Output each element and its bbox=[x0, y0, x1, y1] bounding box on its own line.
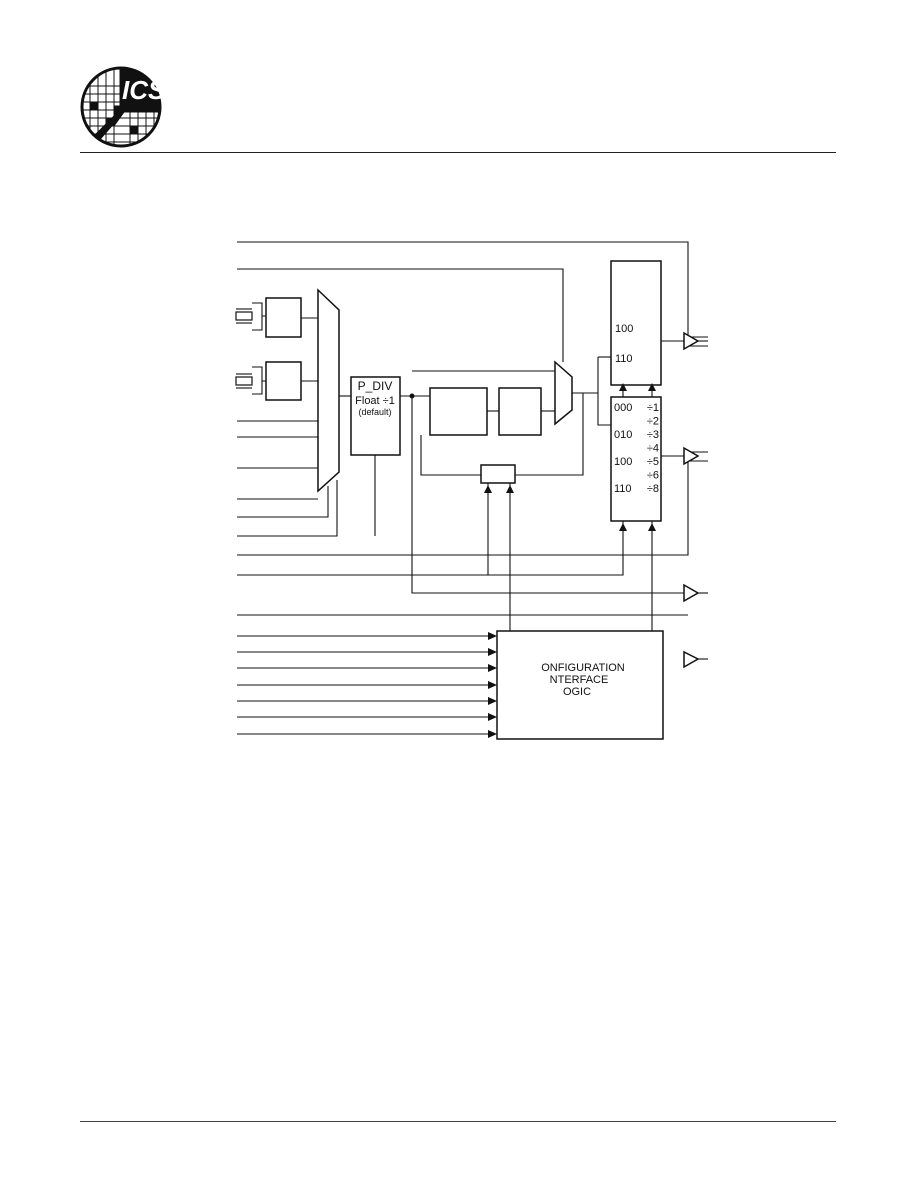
header-rule bbox=[80, 152, 836, 153]
footer-rule bbox=[80, 1121, 836, 1122]
odiv-divisor: ÷3 bbox=[647, 429, 659, 441]
vco-block bbox=[498, 387, 542, 436]
phase-detector-block bbox=[429, 387, 488, 436]
logo-text: ICS bbox=[122, 75, 162, 105]
odiv-code: 110 bbox=[614, 483, 632, 495]
arrow-right-icon bbox=[488, 730, 497, 738]
upper-divider-block bbox=[610, 260, 662, 386]
output-mux bbox=[554, 360, 573, 426]
arrow-right-icon bbox=[488, 632, 497, 640]
odiv-divisor: ÷2 bbox=[647, 416, 659, 428]
output-buffer-4 bbox=[683, 650, 708, 669]
arrow-right-icon bbox=[488, 681, 497, 689]
pdiv-title: P_DIV bbox=[358, 379, 393, 393]
config-line1: ONFIGURATION bbox=[541, 662, 625, 674]
configuration-logic-block bbox=[496, 630, 664, 740]
output-buffer-1 bbox=[683, 331, 708, 351]
odiv-divisor: ÷6 bbox=[647, 470, 659, 482]
upper-code-0: 100 bbox=[615, 323, 633, 335]
odiv-code: 100 bbox=[614, 456, 632, 468]
arrow-right-icon bbox=[488, 697, 497, 705]
input-mux bbox=[317, 288, 340, 493]
crystal-2-icon bbox=[235, 366, 266, 395]
odiv-divisor: ÷1 bbox=[647, 402, 659, 414]
pdiv-block bbox=[350, 376, 401, 456]
oscillator-2-block bbox=[265, 361, 302, 401]
arrow-right-icon bbox=[488, 648, 497, 656]
pdiv-line1: Float ÷1 bbox=[355, 395, 395, 407]
upper-code-1: 110 bbox=[615, 353, 633, 365]
output-buffer-3 bbox=[683, 583, 708, 603]
odiv-code: 000 bbox=[614, 402, 632, 414]
config-line2: NTERFACE bbox=[550, 674, 609, 686]
oscillator-1-block bbox=[265, 297, 302, 338]
odiv-divisor: ÷4 bbox=[647, 443, 659, 455]
output-divider-block bbox=[610, 396, 662, 522]
output-buffer-2 bbox=[683, 446, 708, 466]
odiv-code: 010 bbox=[614, 429, 632, 441]
arrow-right-icon bbox=[488, 664, 497, 672]
feedback-divider-block bbox=[480, 464, 516, 484]
arrow-right-icon bbox=[488, 713, 497, 721]
odiv-divisor: ÷5 bbox=[647, 456, 659, 468]
config-line3: OGIC bbox=[563, 686, 591, 698]
odiv-divisor: ÷8 bbox=[647, 483, 659, 495]
pdiv-line2: (default) bbox=[358, 407, 391, 417]
crystal-1-icon bbox=[235, 302, 266, 331]
ics-logo: ICS bbox=[80, 66, 162, 148]
